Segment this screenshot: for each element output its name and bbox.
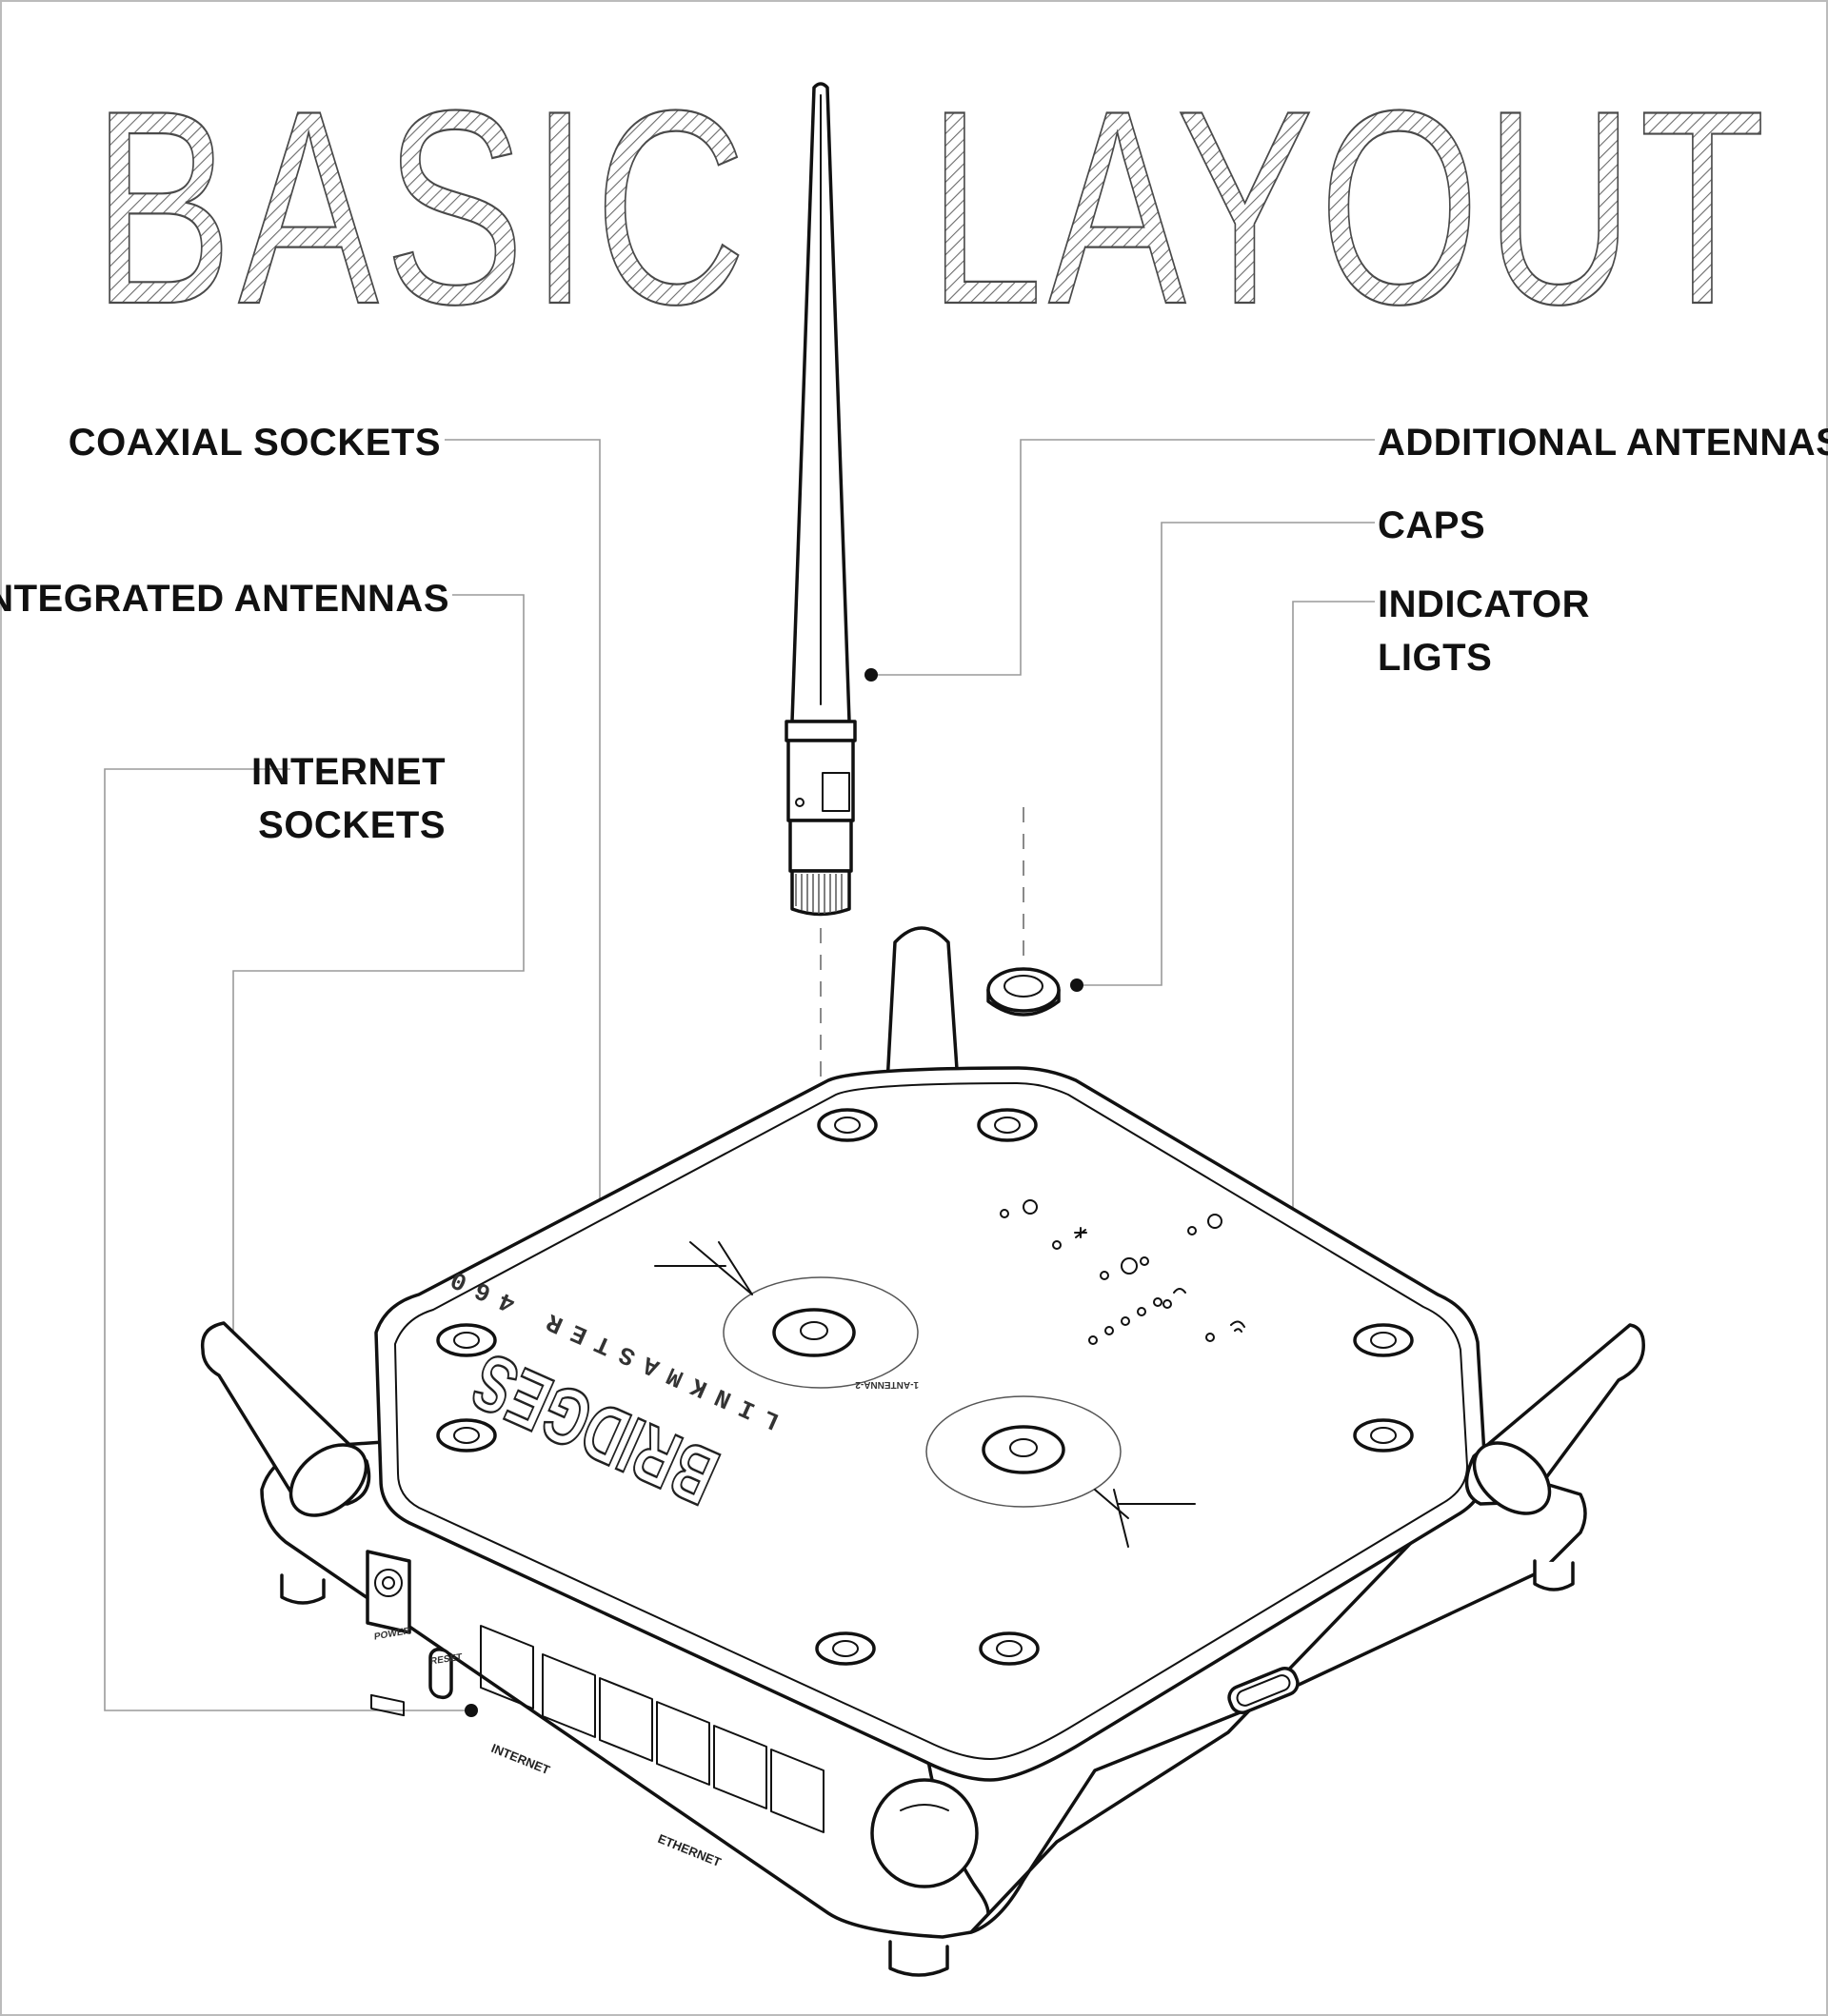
reset-button [428, 1648, 453, 1700]
leader-integrated-antennas [232, 594, 525, 1342]
title-word-basic: BASIC [92, 53, 752, 362]
indicator-icons [1023, 1199, 1245, 1333]
label-indicator-lights-line2: LIGTS [1378, 637, 1492, 679]
dot-caps [1070, 978, 1083, 992]
front-round-knob [870, 1778, 979, 1888]
port-label-power: POWER [374, 1626, 410, 1643]
port-label-ethernet: ETHERNET [656, 1831, 724, 1869]
coaxial-socket-2 [925, 1395, 1196, 1548]
foot-left [280, 1573, 326, 1605]
label-indicator-lights-line1: INDICATOR [1378, 583, 1590, 625]
label-integrated-antennas: INTEGRATED ANTENNAS [0, 578, 449, 620]
indicator-lights [1000, 1209, 1215, 1345]
leader-internet-sockets [104, 768, 468, 1711]
top-plate [374, 1066, 1487, 1782]
rear-fin-antenna [885, 926, 960, 1085]
front-knob-shape [870, 1778, 979, 1888]
leader-additional-antennas [871, 439, 1375, 676]
additional-antenna [785, 82, 857, 917]
antenna-sleeve [788, 819, 853, 873]
foot-front [888, 1940, 949, 1977]
leader-caps [1079, 522, 1375, 986]
power-jack [366, 1550, 411, 1634]
title-word-layout: LAYOUT [928, 53, 1771, 362]
port-internet [480, 1625, 534, 1710]
coaxial-socket-1 [654, 1241, 919, 1389]
dot-additional-antennas [864, 668, 878, 682]
antenna-plate-label: 1-ANTENNA-2 [855, 1379, 919, 1390]
dot-internet-sockets [465, 1704, 478, 1717]
label-coaxial-sockets: COAXIAL SOCKETS [69, 422, 441, 464]
label-internet-sockets-line1: INTERNET [251, 751, 446, 793]
antenna-connector [790, 869, 851, 917]
ethernet-ports [480, 1625, 825, 1833]
callout-labels: COAXIAL SOCKETS INTEGRATED ANTENNAS INTE… [0, 422, 1828, 846]
router-body: 1-ANTENNA-2 BRIDGES LINKMASTER 460 POWER [200, 926, 1645, 1977]
port-label-reset: RESET [430, 1652, 463, 1668]
label-additional-antennas: ADDITIONAL ANTENNAS [1378, 422, 1828, 464]
label-caps: CAPS [1378, 504, 1485, 546]
foot-right [1533, 1559, 1575, 1591]
side-slot [1227, 1667, 1300, 1714]
screws [436, 1108, 1414, 1666]
cap-part [986, 967, 1061, 1017]
antenna-hinge [786, 739, 855, 822]
top-plate-bevel [394, 1082, 1468, 1760]
port-label-internet: INTERNET [489, 1741, 552, 1777]
label-internet-sockets-line2: SOCKETS [258, 804, 446, 846]
title: BASIC LAYOUT [91, 52, 1771, 363]
